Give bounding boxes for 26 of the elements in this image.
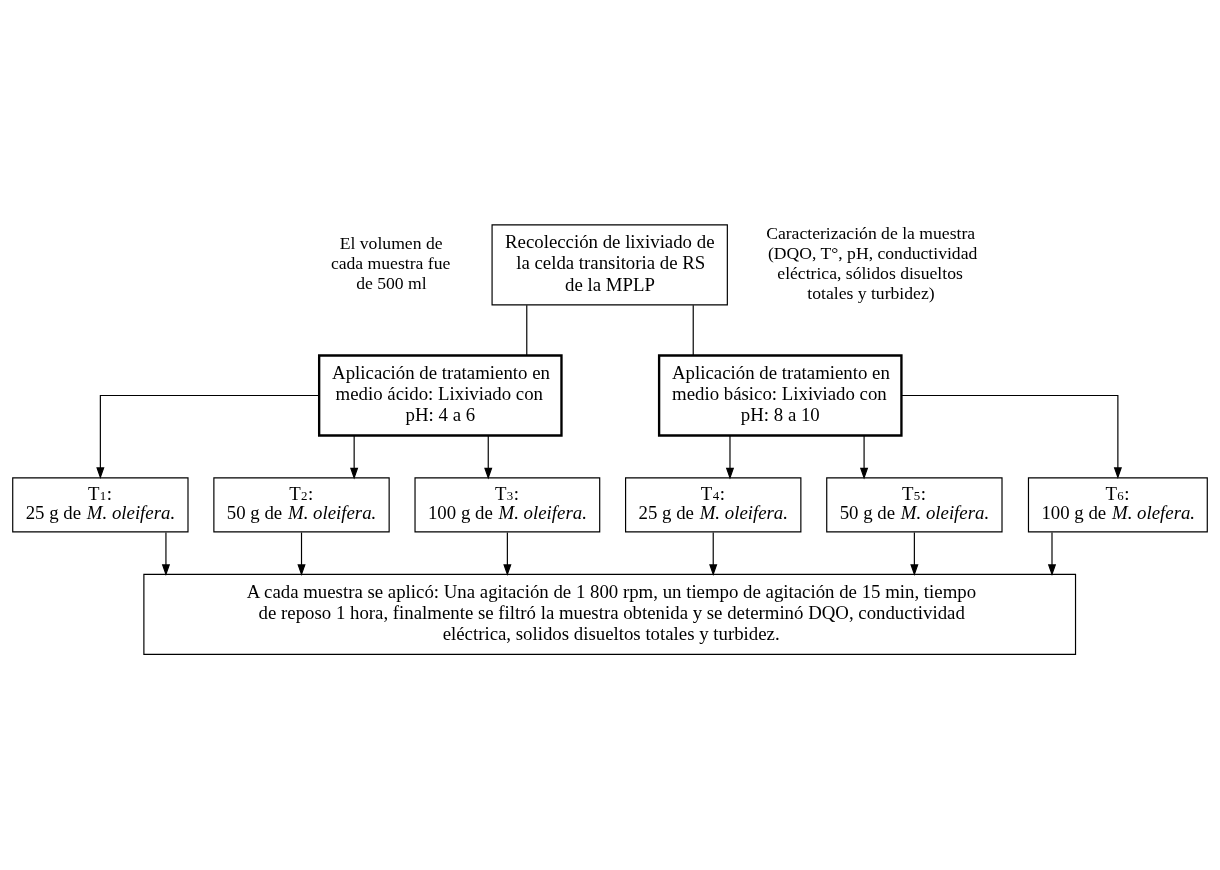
node-box: T4: 25 g de M. oleifera. — [625, 476, 802, 533]
arrow — [96, 394, 320, 479]
arrow — [901, 394, 1122, 479]
arrow — [503, 531, 512, 576]
label: Caracterización de la muestra (DQO, T°, pH, conductividad eléctrica, sólidos disueltos totales y turbidez) — [766, 222, 978, 303]
connector — [692, 304, 694, 356]
label: El volumen de cada muestra fue de 500 ml — [330, 232, 451, 293]
connector — [526, 304, 528, 356]
arrow — [350, 434, 359, 480]
node-box: A cada muestra se aplicó: Una agitación de 1 800 rpm, un tiempo de agitación de 15 min, tiempo de reposo 1 hora, finalmente se filtró la muestra obtenida y se determinó DQO, conductividad eléctrica, solidos disueltos totales y turbidez. — [143, 573, 1077, 655]
arrow — [859, 434, 869, 480]
node-box: T3: 100 g de M. oleifera. — [414, 476, 601, 533]
arrow — [1047, 531, 1057, 576]
arrow — [725, 434, 735, 480]
node-box: Aplicación de tratamiento en medio ácido: Lixiviado con pH: 4 a 6 — [318, 353, 563, 437]
arrow — [709, 531, 718, 576]
arrow — [297, 531, 306, 576]
arrow — [484, 434, 493, 480]
node-box: T1: 25 g de M. oleifera. — [12, 476, 189, 533]
node-box: T5: 50 g de M. oleifera. — [826, 476, 1003, 533]
arrow — [161, 531, 171, 576]
node-box: Recolección de lixiviado de la celda transitoria de RS de la MPLP — [491, 223, 728, 305]
node-box: T6: 100 g de M. olefera. — [1027, 476, 1208, 533]
node-box: Aplicación de tratamiento en medio básico: Lixiviado con pH: 8 a 10 — [657, 353, 903, 437]
node-box: T2: 50 g de M. oleifera. — [213, 476, 390, 533]
arrow — [910, 531, 919, 576]
